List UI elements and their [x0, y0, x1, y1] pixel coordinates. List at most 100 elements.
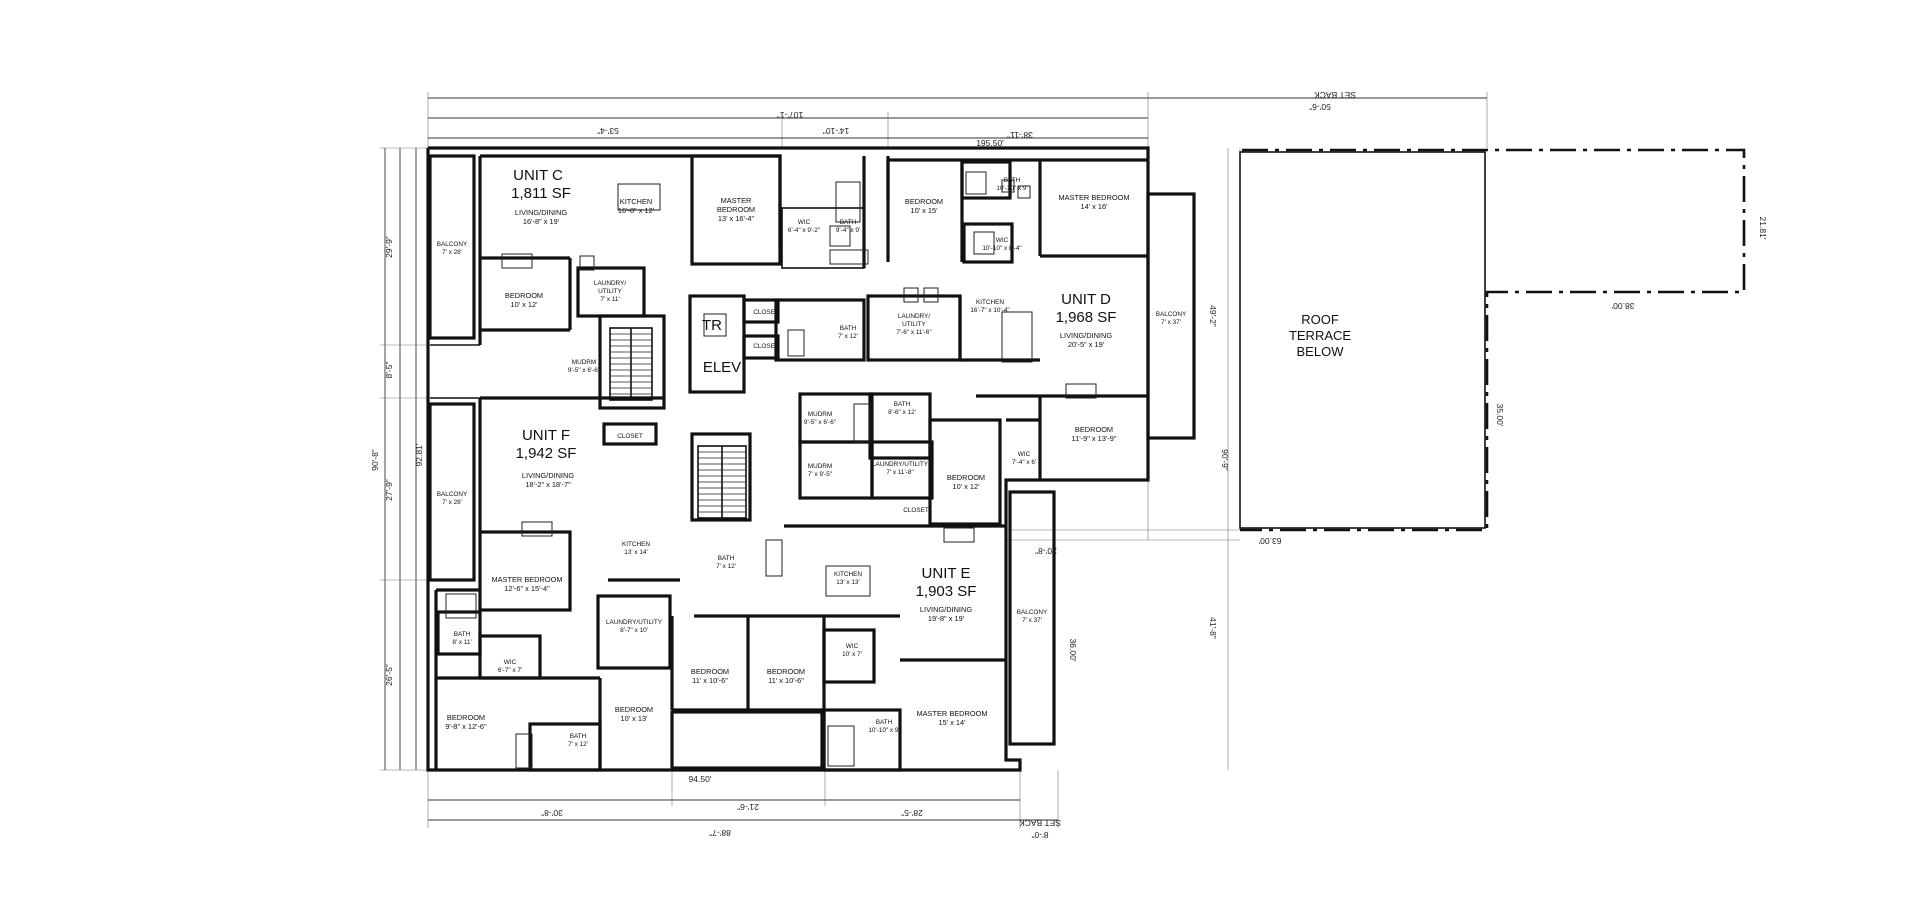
room-e-bedroom2-size: 11' x 10'-6"	[768, 676, 804, 685]
room-f-kitchen: KITCHEN	[622, 541, 650, 548]
stair-treads	[610, 333, 746, 513]
right-dim-d: 63.00'	[1258, 536, 1281, 546]
room-f-kitchen-size: 13' x 14'	[624, 549, 647, 556]
room-e-bath1-size: 7' x 12'	[716, 563, 736, 570]
room-c-balcony-size: 7' x 28'	[442, 249, 462, 256]
room-c-kitchen: KITCHEN	[620, 197, 652, 206]
room-d-wic1: WIC	[996, 237, 1009, 244]
right-dim-i: 90'-9"	[1220, 449, 1230, 471]
left-dimensions: 29'-9" 8'-5" 92.81' 27'-9" 26'-5" 90'-8"	[370, 147, 430, 771]
unit-d-area: 1,968 SF	[1056, 309, 1117, 326]
room-d-bath1: BATH	[1004, 177, 1021, 184]
room-f-master: MASTER BEDROOM	[491, 575, 562, 584]
right-dim-b: 38.00'	[1611, 301, 1634, 311]
building-walls	[426, 146, 1196, 772]
room-f-laundry: LAUNDRY/UTILITY	[606, 619, 663, 626]
room-d-living: LIVING/DINING	[1060, 331, 1112, 340]
room-e-living: LIVING/DINING	[920, 605, 972, 614]
unit-c-name: UNIT C	[513, 167, 563, 184]
room-f-balcony-size: 7' x 28'	[442, 499, 462, 506]
room-f-bedroom2: BEDROOM	[615, 705, 653, 714]
room-d-bath2: BATH	[840, 325, 857, 332]
room-c-laundry: LAUNDRY/	[594, 280, 626, 287]
room-d-bath2-size: 7' x 12'	[838, 333, 858, 340]
room-d-bedroom2-size: 11'-9" x 13'-9"	[1072, 434, 1117, 443]
room-d-balcony-size: 7' x 37'	[1161, 319, 1181, 326]
room-e-master: MASTER BEDROOM	[916, 709, 987, 718]
room-c-balcony: BALCONY	[437, 241, 468, 248]
room-d-kitchen-size: 16'-7" x 10'-4"	[970, 307, 1009, 314]
room-d-wic2-size: 7'-4" x 6'	[1012, 459, 1036, 466]
room-f-bedroom1-size: 9'-8" x 12'-6"	[445, 722, 487, 731]
bottom-segment-2: 21'-6"	[737, 802, 759, 812]
room-c-living-size: 16'-8" x 19'	[523, 217, 560, 226]
bottom-overall-dimension: 88'-7"	[709, 828, 731, 838]
room-c-living: LIVING/DINING	[515, 208, 567, 217]
room-tr: TR	[702, 317, 722, 334]
room-c-kitchen-size: 16'-8" x 12'	[618, 206, 655, 215]
room-f-wic-size: 6'-7" x 7'	[498, 667, 522, 674]
left-dim-c: 92.81'	[414, 443, 424, 466]
room-mudrm-2-size: 9'-5" x 6'-6"	[804, 419, 836, 426]
room-c-bath: BATH	[840, 219, 857, 226]
top-segment-1: 53'-4"	[597, 126, 619, 136]
bottom-segment-4: 8'-0"	[1032, 830, 1049, 840]
left-dim-e: 26'-5"	[384, 664, 394, 686]
right-dim-e: 20'-8"	[1035, 546, 1057, 556]
room-closet-1: CLOSET	[753, 309, 779, 316]
room-e-balcony: BALCONY	[1017, 609, 1048, 616]
top-dimensions: SET BACK 50'-6" 107'-1" 53'-4" 14'-10" 3…	[427, 90, 1488, 148]
room-labels: LIVING/DINING 16'-8" x 19' KITCHEN 16'-8…	[437, 177, 1187, 748]
room-f-bath1: BATH	[454, 631, 471, 638]
room-c-bedroom: BEDROOM	[505, 291, 543, 300]
room-e-bedroom-right-size: 10' x 12'	[952, 482, 980, 491]
room-mudrm-1-size: 9'-5" x 6'-6"	[568, 367, 600, 374]
unit-e-area: 1,903 SF	[916, 583, 977, 600]
right-dim-h: 41'-8"	[1208, 617, 1218, 639]
room-d-kitchen: KITCHEN	[976, 299, 1004, 306]
room-mudrm-2: MUDRM	[808, 411, 833, 418]
right-dimensions: 21.81' 38.00' 35.00' 63.00' 20'-8" 36.00…	[1006, 148, 1768, 770]
top-setback-label: SET BACK	[1314, 90, 1356, 100]
room-d-laundry-2: UTILITY	[902, 321, 927, 328]
room-e-living-size: 19'-8" x 19'	[928, 614, 965, 623]
room-bath-mid-size: 8'-6" x 12'	[888, 409, 916, 416]
unit-f-area: 1,942 SF	[516, 445, 577, 462]
room-bath-mid: BATH	[894, 401, 911, 408]
bottom-inner-dimension: 94.50'	[689, 774, 712, 784]
room-c-laundry-size: 7' x 11'	[600, 296, 619, 303]
room-e-bedroom-right: BEDROOM	[947, 473, 985, 482]
room-f-laundry-size: 8'-7" x 10'	[620, 627, 648, 634]
roof-label-3: BELOW	[1297, 344, 1345, 359]
room-f-bath2: BATH	[570, 733, 587, 740]
right-dim-a: 21.81'	[1758, 217, 1768, 240]
unit-labels: UNIT C 1,811 SF UNIT D 1,968 SF UNIT E 1…	[511, 167, 1116, 600]
room-e-bath2: BATH	[876, 719, 893, 726]
room-e-bedroom1: BEDROOM	[691, 667, 729, 676]
room-f-bath2-size: 7' x 12'	[568, 741, 588, 748]
room-d-master-size: 14' x 16'	[1080, 202, 1108, 211]
room-e-kitchen-size: 13' x 13'	[836, 579, 859, 586]
room-e-wic: WIC	[846, 643, 859, 650]
room-c-laundry-2: UTILITY	[598, 288, 623, 295]
bottom-segment-1: 30'-8"	[541, 808, 563, 818]
room-f-master-size: 12'-6" x 15'-4"	[504, 584, 550, 593]
room-e-bath1: BATH	[718, 555, 735, 562]
unit-f-name: UNIT F	[522, 427, 570, 444]
roof-label-2: TERRACE	[1289, 328, 1351, 343]
left-dim-b: 8'-5"	[384, 362, 394, 379]
unit-c-area: 1,811 SF	[511, 185, 571, 202]
bottom-dimensions: 94.50' 30'-8" 21'-6" 28'-5" 8'-0" 88'-7"…	[427, 770, 1061, 840]
room-d-laundry-size: 7'-6" x 11'-6"	[896, 329, 931, 336]
room-closet-2: CLOSET	[753, 343, 779, 350]
bottom-setback-label: SET BACK	[1019, 818, 1061, 828]
room-d-wic2: WIC	[1018, 451, 1031, 458]
room-f-bedroom1: BEDROOM	[447, 713, 485, 722]
room-f-balcony: BALCONY	[437, 491, 468, 498]
right-dim-c: 35.00'	[1495, 404, 1505, 427]
room-c-master-2: BEDROOM	[717, 205, 755, 214]
room-f-bath1-size: 8' x 11'	[452, 639, 471, 646]
right-dim-f: 36.00'	[1068, 639, 1078, 662]
room-mudrm-3-size: 7' x 9'-5"	[808, 471, 832, 478]
